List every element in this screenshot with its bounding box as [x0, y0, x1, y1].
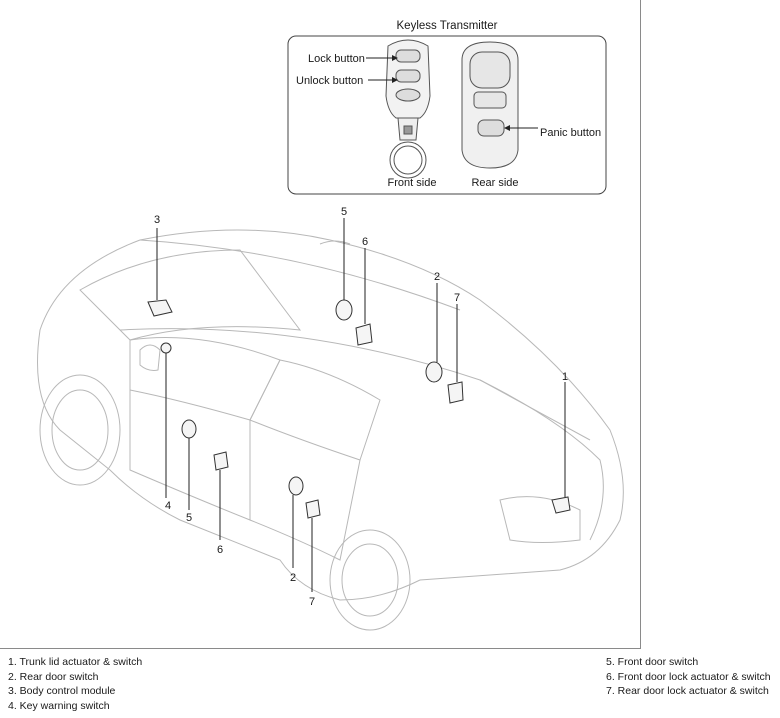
legend-item-1: 1. Trunk lid actuator & switch [8, 656, 143, 668]
callout-5-bottom: 5 [186, 512, 192, 524]
lock-button-label: Lock button [308, 53, 365, 65]
legend-right: 5. Front door switch 6. Front door lock … [606, 655, 771, 699]
diagram-frame [0, 0, 641, 649]
callout-3: 3 [154, 214, 160, 226]
legend-item-2: 2. Rear door switch [8, 670, 99, 683]
callout-numbers: 3 5 6 2 7 1 4 5 6 2 7 [154, 206, 568, 608]
front-door-lock-actuator-top [355, 323, 373, 346]
rear-door-lock-actuator-top [447, 381, 464, 404]
front-door-switch-shape-top [335, 299, 353, 321]
callout-7-top: 7 [454, 292, 460, 304]
front-door-switch-shape-side [181, 419, 197, 439]
legend-item-7: 7. Rear door lock actuator & switch [606, 685, 769, 697]
legend-item-3: 3. Body control module [8, 685, 116, 697]
rear-door-lock-actuator-side [305, 499, 321, 519]
callout-1: 1 [562, 371, 568, 383]
rear-door-switch-shape-top [425, 361, 443, 383]
panic-button-label: Panic button [540, 127, 601, 139]
legend-item-4: 4. Key warning switch [8, 699, 110, 712]
car-illustration [37, 229, 624, 631]
key-fob-rear [461, 41, 519, 169]
front-side-label: Front side [388, 177, 437, 189]
callout-5-top: 5 [341, 206, 347, 218]
callout-6-bottom: 6 [217, 544, 223, 556]
unlock-button-label: Unlock button [296, 75, 363, 87]
trunk-lid-actuator-shape [551, 496, 571, 514]
key-fob-front [385, 39, 431, 179]
callout-2-top: 2 [434, 271, 440, 283]
inset-title: Keyless Transmitter [397, 20, 498, 32]
keyless-transmitter-inset: Keyless Transmitter Lock button Unlock b… [287, 20, 607, 195]
callout-7-bottom: 7 [309, 596, 315, 608]
front-door-lock-actuator-side [213, 451, 229, 471]
leader-lines [156, 218, 566, 592]
legend-item-5: 5. Front door switch [606, 656, 699, 668]
callout-4: 4 [165, 500, 171, 512]
callout-2-bottom: 2 [290, 572, 296, 584]
body-control-module-shape [147, 299, 173, 317]
legend-item-6: 6. Front door lock actuator & switch [606, 670, 771, 683]
components [147, 299, 571, 519]
legend-left: 1. Trunk lid actuator & switch 2. Rear d… [8, 655, 142, 713]
rear-door-switch-shape-side [288, 476, 304, 496]
rear-side-label: Rear side [471, 177, 518, 189]
key-warning-switch-shape [160, 342, 172, 354]
callout-6-top: 6 [362, 236, 368, 248]
